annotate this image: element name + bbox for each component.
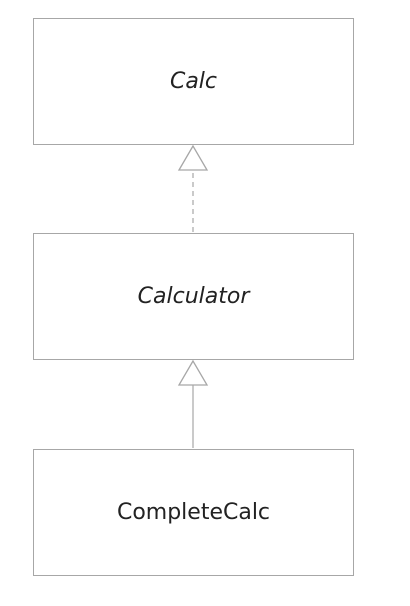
class-box-calc: Calc	[33, 18, 354, 145]
class-name-calc: Calc	[169, 69, 218, 94]
class-box-calculator: Calculator	[33, 233, 354, 360]
realization-arrowhead	[177, 144, 209, 171]
generalization-arrowhead	[177, 359, 209, 386]
class-name-calculator: Calculator	[137, 284, 250, 309]
class-box-completecalc: CompleteCalc	[33, 449, 354, 576]
class-name-completecalc: CompleteCalc	[116, 500, 271, 525]
